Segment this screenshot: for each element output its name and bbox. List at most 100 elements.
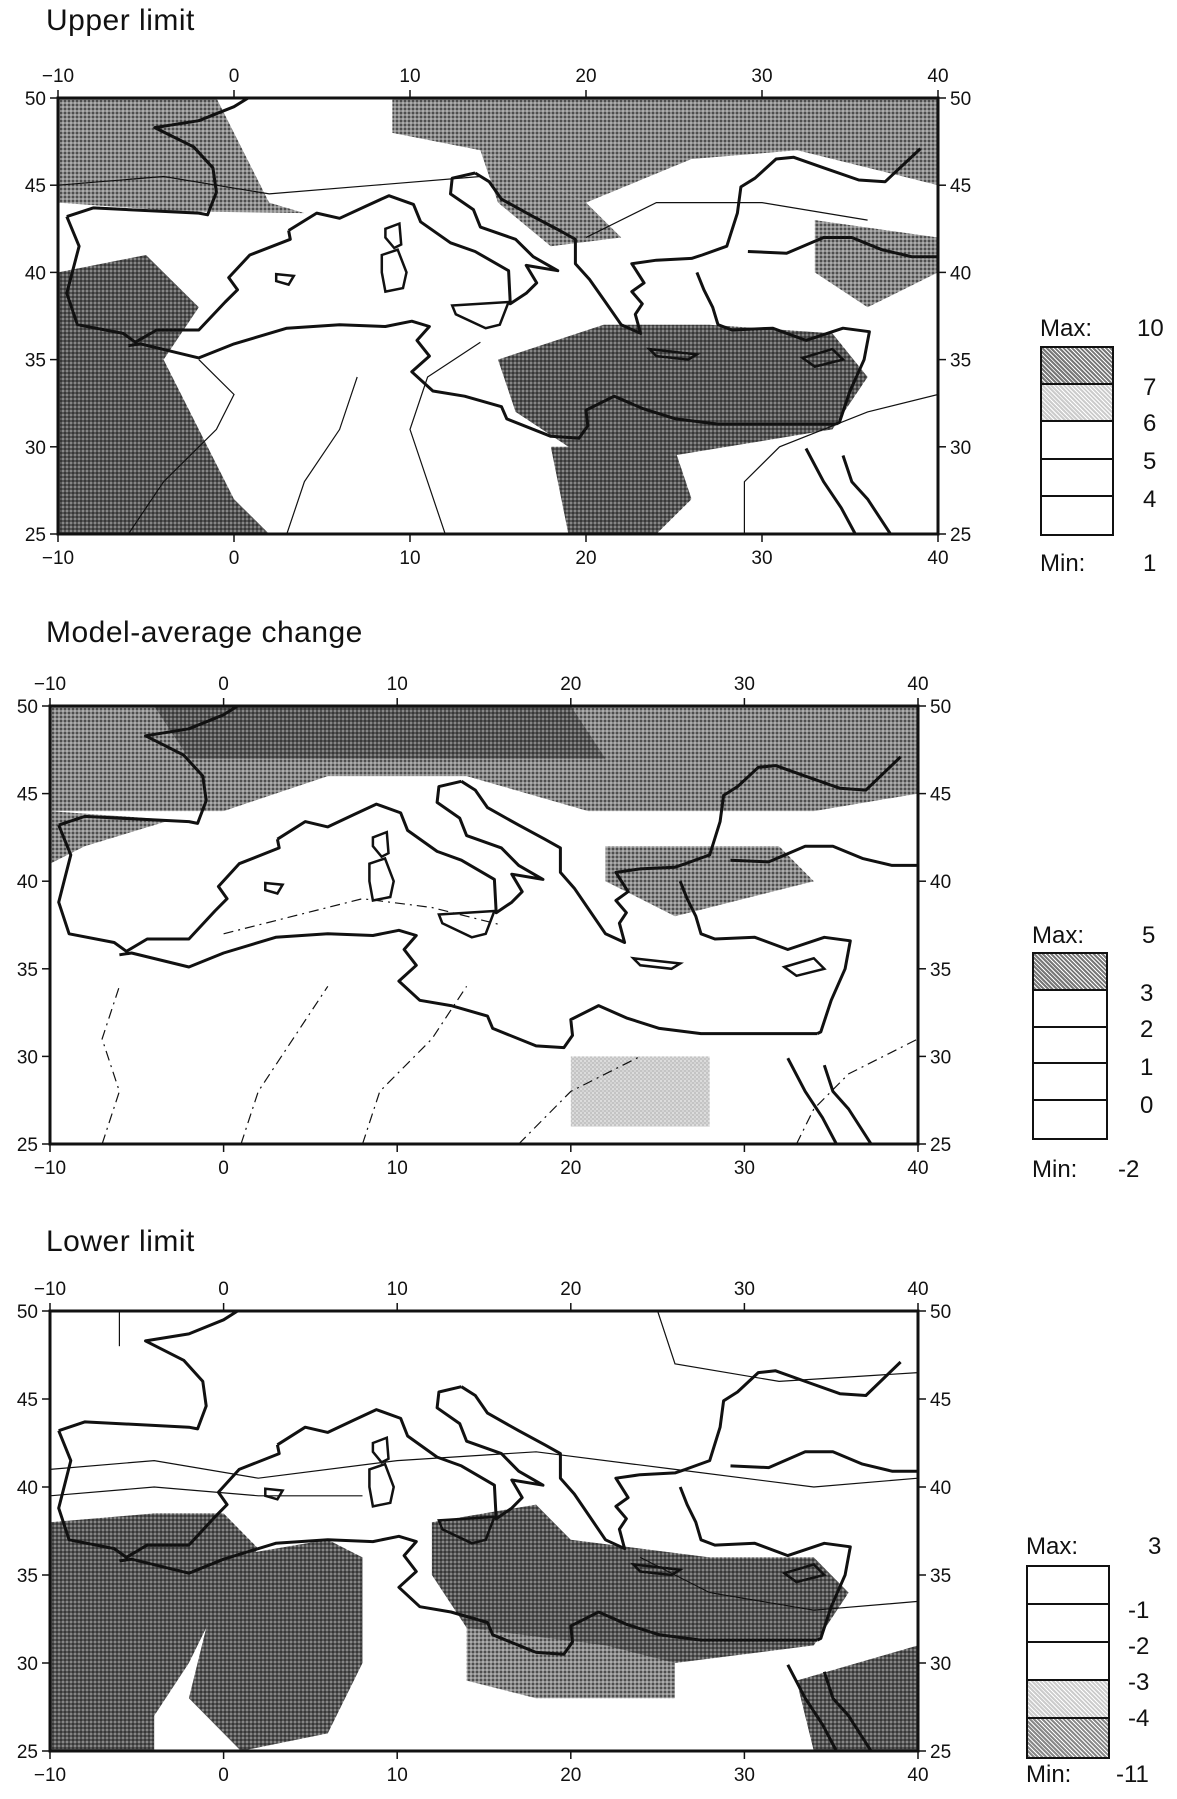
coastline — [119, 928, 818, 1050]
shaded-region — [796, 1645, 918, 1751]
x-tick-label-top: −10 — [34, 1279, 66, 1300]
y-tick-label-right: 40 — [930, 872, 951, 893]
coastline — [58, 706, 241, 827]
x-tick-label-top: 0 — [229, 66, 240, 87]
island-outline — [645, 347, 701, 361]
y-tick-label-right: 50 — [950, 89, 971, 110]
x-tick-label-bottom: −10 — [34, 1158, 66, 1179]
x-tick-label-top: 40 — [907, 674, 928, 695]
coastline — [474, 147, 922, 335]
legend-max-label: Max: — [1040, 315, 1093, 342]
coastline — [58, 1311, 241, 1433]
x-tick-label-top: 30 — [751, 66, 772, 87]
shaded-region — [431, 1504, 849, 1663]
legend-level: 0 — [1140, 1092, 1154, 1119]
contour-line — [743, 393, 938, 534]
x-tick-label-bottom: −10 — [42, 548, 74, 569]
legend-swatch — [1042, 348, 1112, 386]
coastline — [678, 1486, 852, 1642]
x-tick-label-top: 10 — [387, 674, 408, 695]
x-tick-label-bottom: 0 — [229, 548, 240, 569]
legend-swatch — [1042, 385, 1112, 423]
legend-max-label: Max: — [1026, 1533, 1079, 1560]
legend-swatch — [1034, 1064, 1106, 1102]
island-outline — [264, 1487, 285, 1501]
y-tick-label-left: 35 — [25, 351, 46, 372]
x-tick-label-top: 20 — [575, 66, 596, 87]
island-outline — [380, 248, 408, 294]
island-outline — [368, 856, 395, 902]
coastline — [786, 1057, 838, 1144]
legend-level: -3 — [1128, 1669, 1150, 1696]
contour-line — [585, 202, 868, 239]
legend-swatch — [1034, 1028, 1106, 1065]
coastline — [276, 1385, 545, 1521]
legend-swatch-box — [1040, 346, 1114, 536]
coastline — [678, 880, 852, 1035]
shaded-region — [58, 359, 270, 534]
contour-line — [223, 898, 502, 935]
legend-min-label: Min: — [1032, 1156, 1078, 1183]
coastline — [65, 216, 292, 344]
contour-line — [518, 1055, 641, 1144]
x-tick-label-bottom: 30 — [734, 1158, 755, 1179]
coastline — [730, 844, 918, 867]
legend-level: 1 — [1140, 1054, 1154, 1081]
island-outline — [799, 347, 846, 368]
coastline — [822, 1671, 873, 1751]
shaded-region — [50, 811, 172, 864]
x-tick-label-bottom: 0 — [218, 1158, 229, 1179]
x-tick-label-top: 10 — [387, 1279, 408, 1300]
y-tick-label-left: 50 — [25, 89, 46, 110]
x-tick-label-bottom: −10 — [34, 1765, 66, 1786]
y-tick-label-left: 25 — [17, 1742, 38, 1763]
legend-swatch — [1028, 1719, 1108, 1757]
x-tick-label-top: 40 — [927, 66, 948, 87]
coastline — [841, 455, 892, 534]
map-frame — [56, 96, 940, 536]
contour-line — [361, 985, 468, 1144]
x-tick-label-bottom: 30 — [751, 548, 772, 569]
legend-swatch — [1028, 1605, 1108, 1643]
contour-line — [409, 341, 481, 534]
contour-line — [58, 175, 481, 195]
x-tick-label-top: −10 — [34, 674, 66, 695]
shaded-region — [58, 98, 305, 214]
x-tick-label-top: 10 — [399, 66, 420, 87]
island-outline — [781, 1562, 827, 1584]
shaded-region — [392, 98, 938, 203]
shaded-region — [154, 706, 606, 759]
coastline — [119, 1534, 818, 1656]
legend-level: 2 — [1140, 1016, 1154, 1043]
y-tick-label-left: 35 — [17, 1566, 38, 1587]
y-tick-label-right: 35 — [950, 351, 971, 372]
contour-line — [50, 1486, 363, 1497]
legend-min-value: 1 — [1143, 550, 1157, 577]
y-tick-label-left: 50 — [17, 697, 38, 718]
island-outline — [371, 830, 390, 859]
coastline — [804, 447, 857, 534]
x-tick-label-bottom: 40 — [907, 1158, 928, 1179]
shaded-region — [814, 220, 938, 308]
legend-level: 6 — [1143, 410, 1157, 437]
legend-level: 4 — [1143, 486, 1157, 513]
x-tick-label-bottom: 0 — [218, 1765, 229, 1786]
legend-swatch — [1034, 954, 1106, 991]
x-tick-label-top: −10 — [42, 66, 74, 87]
legend-level: -2 — [1128, 1633, 1150, 1660]
x-tick-label-top: 40 — [907, 1279, 928, 1300]
legend-max-value: 5 — [1142, 922, 1156, 949]
y-tick-label-left: 30 — [17, 1047, 38, 1068]
island-outline — [274, 272, 296, 287]
x-tick-label-top: 20 — [560, 1279, 581, 1300]
x-tick-label-bottom: 40 — [927, 548, 948, 569]
x-tick-label-bottom: 20 — [560, 1158, 581, 1179]
legend-swatch — [1028, 1643, 1108, 1681]
island-outline — [437, 909, 497, 939]
y-tick-label-right: 25 — [930, 1135, 951, 1156]
legend-min-value: -2 — [1118, 1156, 1140, 1183]
y-tick-label-left: 35 — [17, 960, 38, 981]
contour-line — [240, 985, 329, 1144]
